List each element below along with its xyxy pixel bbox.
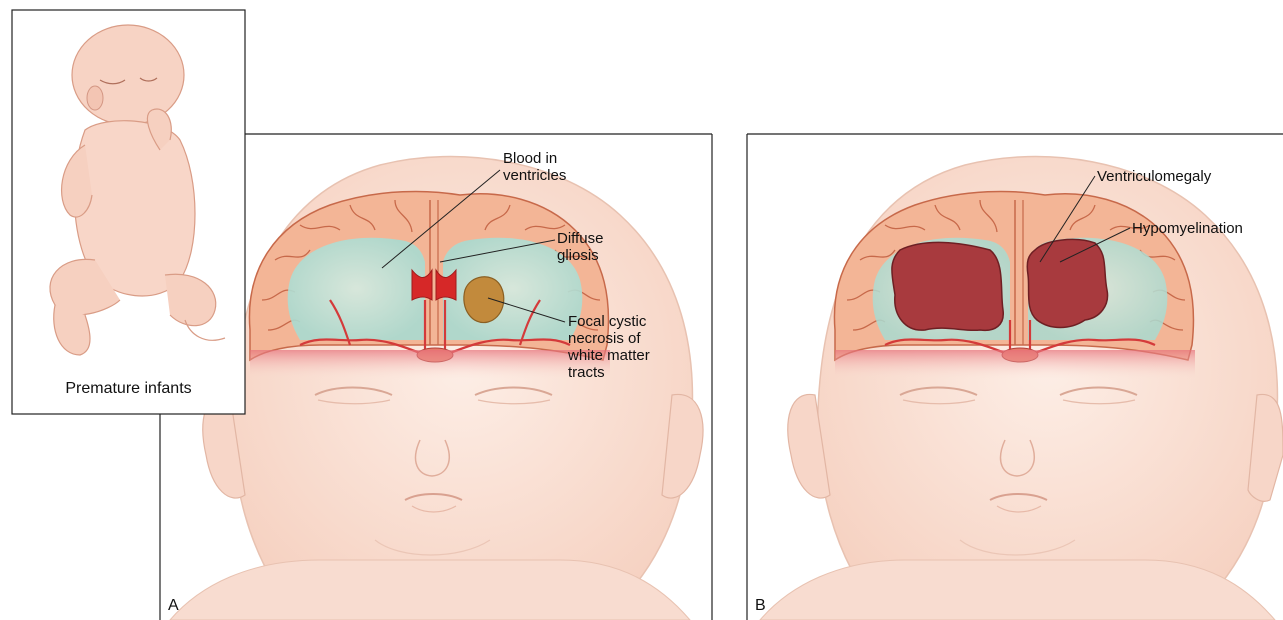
panel-a-letter: A <box>168 597 179 615</box>
label-diffuse-gliosis: Diffuse gliosis <box>557 230 603 264</box>
label-hypomyelination: Hypomyelination <box>1132 220 1243 237</box>
inset-caption: Premature infants <box>12 380 245 398</box>
panel-a-brain <box>249 191 610 380</box>
label-ventriculomegaly: Ventriculomegaly <box>1097 168 1211 185</box>
panel-b-letter: B <box>755 597 766 615</box>
label-focal-cystic-necrosis: Focal cystic necrosis of white matter tr… <box>568 313 650 381</box>
inset-premature-infant <box>12 10 245 414</box>
panel-b <box>747 134 1283 620</box>
label-blood-in-ventricles: Blood in ventricles <box>503 150 566 184</box>
